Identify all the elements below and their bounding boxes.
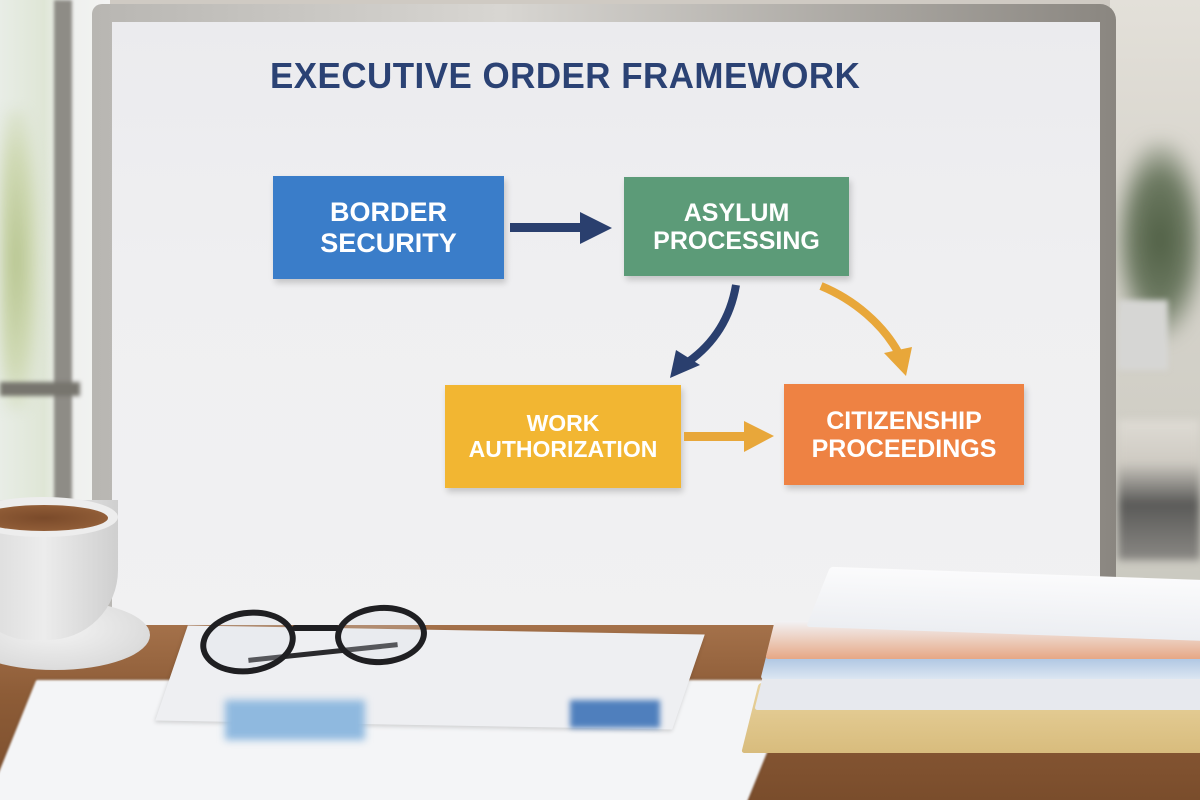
node-work-authorization: WORK AUTHORIZATION — [445, 385, 681, 488]
node-label-line: AUTHORIZATION — [468, 435, 658, 462]
node-label-line: SECURITY — [320, 227, 457, 258]
coffee — [0, 505, 108, 531]
node-label-line: BORDER — [329, 197, 447, 228]
node-border-security: BORDER SECURITY — [273, 176, 504, 279]
node-label-line: PROCESSING — [653, 226, 820, 255]
node-asylum-processing: ASYLUM PROCESSING — [624, 177, 849, 276]
whiteboard — [112, 22, 1100, 642]
plant-pot — [1118, 300, 1168, 370]
node-label-line: PROCEEDINGS — [811, 434, 997, 463]
stack-of-folders — [740, 565, 1200, 770]
node-label-line: CITIZENSHIP — [826, 406, 982, 435]
report-chart-graphic — [225, 700, 365, 740]
node-citizenship-proceedings: CITIZENSHIP PROCEEDINGS — [784, 384, 1024, 485]
node-label-line: ASYLUM — [683, 198, 790, 227]
window-frame — [54, 0, 72, 640]
report-chart-graphic — [570, 700, 660, 728]
glasses-bridge — [292, 625, 340, 631]
background-shelf — [1118, 420, 1200, 560]
whiteboard-title: EXECUTIVE ORDER FRAMEWORK — [270, 55, 861, 96]
window-frame-horizontal — [0, 382, 80, 396]
node-label-line: WORK — [526, 409, 600, 436]
window-foliage — [0, 110, 40, 410]
